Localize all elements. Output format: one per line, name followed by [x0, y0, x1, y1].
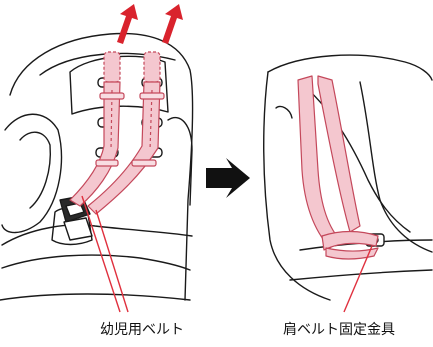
label-shoulder-belt-clip: 肩ベルト固定金具 — [283, 323, 395, 337]
label-infant-belt: 幼児用ベルト — [100, 323, 184, 337]
belt-left-top-dashed — [104, 52, 120, 82]
side-shell-right — [360, 82, 432, 252]
wing-edge — [276, 106, 292, 118]
belt-right-top-dashed — [144, 52, 160, 82]
belt-horizontal-loop — [322, 232, 378, 251]
arrow-up-right-icon — [162, 4, 183, 44]
seat-bottom-edge — [0, 294, 190, 300]
arrow-up-right-icon — [117, 4, 138, 44]
left-infant-belts — [70, 52, 164, 214]
pull-arrow-icons — [117, 4, 183, 44]
seat-back-curve — [268, 55, 432, 80]
side-wing-left-inner — [20, 132, 50, 208]
right-infant-belts — [298, 76, 378, 259]
arrow-right-icon — [206, 158, 250, 198]
seat-cushion-front — [2, 255, 190, 270]
leader-line-infant-belt-right — [96, 210, 128, 312]
